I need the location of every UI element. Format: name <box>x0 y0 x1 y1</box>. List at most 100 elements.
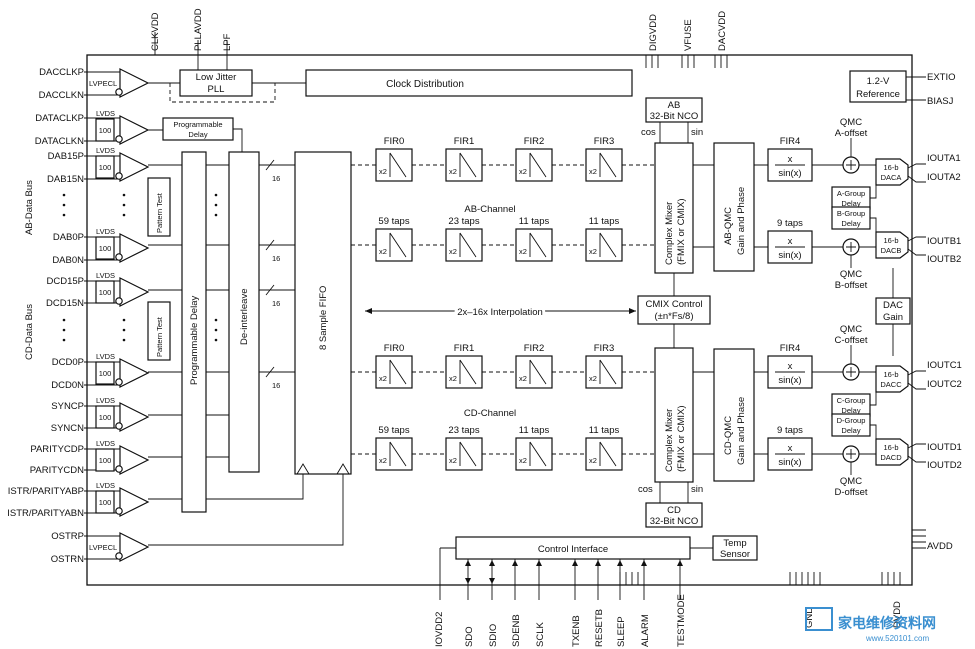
dac-gain-line1: DAC <box>883 300 903 311</box>
dac-block <box>875 231 909 259</box>
bottom-pin-sleep: SLEEP <box>616 559 627 647</box>
svg-text:GND: GND <box>804 607 815 628</box>
fir-label: 11 taps <box>519 216 550 227</box>
fir-filter-block <box>515 355 553 389</box>
fir-filter-block <box>375 228 413 262</box>
termination-resistor <box>95 490 115 514</box>
group-delay-line1: C-Group <box>837 396 866 405</box>
fir-interp-label: x2 <box>379 374 387 383</box>
svg-text:SDIO: SDIO <box>488 624 499 647</box>
bottom-pin-sdo: SDO <box>464 559 475 647</box>
qmc-offset-title: QMC <box>840 324 862 335</box>
nco-ab-line1: AB <box>668 100 681 111</box>
sinc-den: sin(x) <box>778 250 801 261</box>
bottom-pin-gnd: GND <box>804 607 815 628</box>
nco-ab-cos: cos <box>641 127 656 138</box>
group-delay-line1: B-Group <box>837 209 865 218</box>
group-delay-line2: Delay <box>841 426 860 435</box>
bottom-pin-alarm: ALARM <box>640 559 651 647</box>
qmc-offset-name: D-offset <box>834 487 867 498</box>
pll-line1: Low Jitter <box>196 72 237 83</box>
bottom-pin-sdenb: SDENB <box>511 559 522 647</box>
fir-interp-label: x2 <box>589 456 597 465</box>
output-path-2: FIR4xsin(x)QMCC-offset16-bDACCC-GroupDel… <box>754 323 926 417</box>
bus-width-3: 16 <box>272 299 280 308</box>
nco-ab-sin: sin <box>691 127 703 138</box>
bus-width-1: 16 <box>272 174 280 183</box>
bottom-pin-txenb: TXENB <box>571 559 582 647</box>
lvds-label: LVDS <box>96 352 115 361</box>
pin-dab15n: DAB15N <box>47 174 84 185</box>
supply-ticks <box>619 572 901 585</box>
watermark-url: www.520101.com <box>865 634 929 643</box>
bottom-pin-sdio: SDIO <box>488 559 499 647</box>
sinc-den: sin(x) <box>778 375 801 386</box>
fir-interp-label: x2 <box>449 374 457 383</box>
termination-label: 100 <box>99 126 112 135</box>
cd-qmc-block <box>713 348 755 482</box>
fir-interp-label: x2 <box>589 247 597 256</box>
dac-bits: 16-b <box>883 163 898 172</box>
termination-resistor <box>95 155 115 179</box>
fir-filter-block <box>585 228 623 262</box>
fir-interp-label: x2 <box>449 167 457 176</box>
fir4-label: FIR4 <box>780 136 801 147</box>
clock-distribution-label: Clock Distribution <box>386 79 464 90</box>
programmable-delay-clk-line2: Delay <box>188 130 207 139</box>
sinc-num: x <box>788 236 793 247</box>
fir-interp-label: x2 <box>589 374 597 383</box>
lvds-label: LVDS <box>96 271 115 280</box>
termination-label: 100 <box>99 244 112 253</box>
temp-sensor-block <box>712 535 758 561</box>
bottom-pin-sclk: SCLK <box>535 559 546 647</box>
fir-interp-label: x2 <box>519 247 527 256</box>
fir-label: 11 taps <box>589 216 620 227</box>
fir4-label: 9 taps <box>777 218 803 229</box>
pin-ostrp: OSTRP <box>51 531 84 542</box>
output-stage: FIR4xsin(x)QMCA-offset16-bDACAA-GroupDel… <box>754 116 926 499</box>
bottom-pin-dvdd: DVDD <box>892 601 903 628</box>
fir-filter-block <box>585 437 623 471</box>
cmix-control-line2: (±n*Fs/8) <box>655 311 694 322</box>
fir-filter-block <box>585 355 623 389</box>
fifo-label: 8 Sample FIFO <box>318 286 329 350</box>
group-delay-line1: D-Group <box>837 416 866 425</box>
receiver-0: LVPECL <box>89 68 150 98</box>
pin-vfuse: VFUSE <box>683 19 694 51</box>
fir-filter-block <box>515 437 553 471</box>
pin-dataclkn: DATACLKN <box>35 136 84 147</box>
mixer-cd-line2: (FMIX or CMIX) <box>676 406 687 473</box>
fir4-label: 9 taps <box>777 425 803 436</box>
qmc-offset-name: C-offset <box>834 335 867 346</box>
nco-cd-block <box>645 502 703 528</box>
qmc-offset-name: A-offset <box>835 128 868 139</box>
pin-iouta1: IOUTA1 <box>927 153 961 164</box>
temp-sensor-line1: Temp <box>723 538 746 549</box>
pin-ioutd1: IOUTD1 <box>927 442 962 453</box>
reference-line1: 1.2-V <box>867 76 890 87</box>
termination-label: 100 <box>99 413 112 422</box>
pin-paritycdp: PARITYCDP <box>30 444 84 455</box>
pin-pllavdd: PLLAVDD <box>193 8 204 51</box>
pll-line2: PLL <box>208 84 225 95</box>
pin-syncp: SYNCP <box>51 401 84 412</box>
ab-data-bus-label: AB-Data Bus <box>24 180 35 235</box>
fir-filter-block <box>375 437 413 471</box>
pin-dacclkp: DACCLKP <box>39 67 84 78</box>
qmc-offset-title: QMC <box>840 476 862 487</box>
cmix-control-block <box>637 295 711 325</box>
pin-ioutc2: IOUTC2 <box>927 379 962 390</box>
dac-bits: 16-b <box>883 236 898 245</box>
group-delay-line2: Delay <box>841 199 860 208</box>
bottom-pin-iovdd2: IOVDD2 <box>434 612 445 647</box>
pin-paritycdn: PARITYCDN <box>30 465 84 476</box>
ab-qmc-block <box>713 142 755 272</box>
fir-label: FIR2 <box>524 343 545 354</box>
qmc-offset-title: QMC <box>840 117 862 128</box>
